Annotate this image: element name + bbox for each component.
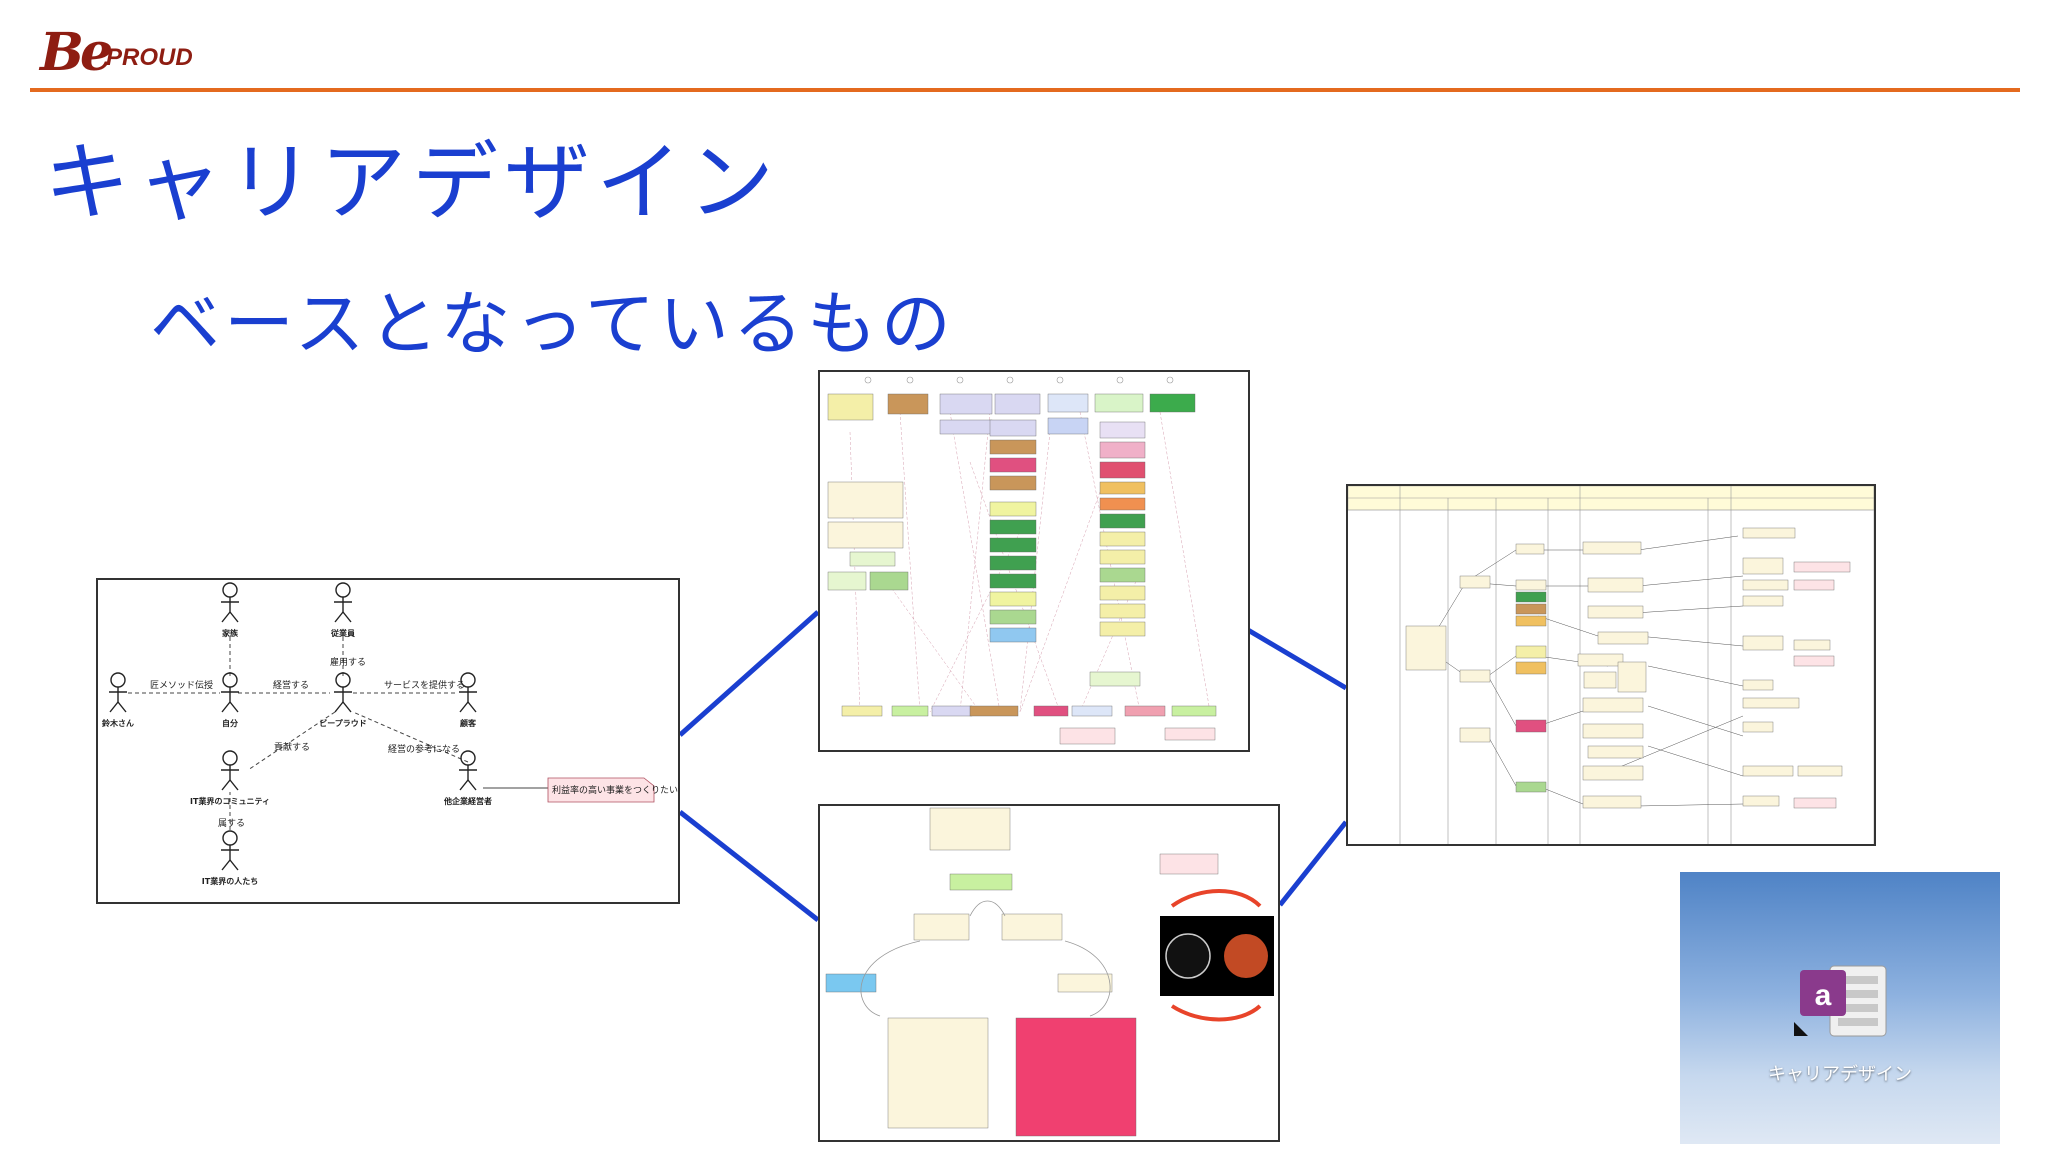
shortcut-label: キャリアデザイン — [1768, 1064, 1912, 1085]
actor-executives: 他企業経営者 — [443, 796, 492, 806]
relation-manage: 経営する — [273, 679, 309, 691]
relation-contribute: 貢献する — [274, 741, 310, 753]
relation-belong: 属する — [218, 818, 245, 829]
actor-beproud: ビープラウド — [319, 718, 367, 728]
svg-text:a: a — [1815, 979, 1832, 1012]
stakeholder-map — [827, 376, 1217, 745]
relation-reference: 経営の参考になる — [388, 743, 460, 755]
actor-diagram: 鈴木さん 家族 従業員 自分 ビープラウド 顧客 IT業界のコミュニティ 他企業… — [102, 582, 678, 886]
slide-subtitle: ベースとなっているもの — [150, 283, 955, 365]
stakeholder-map-thumbnail — [818, 370, 1250, 752]
company-logo: Be PROUD — [30, 22, 200, 92]
concept-diagram-thumbnail — [818, 804, 1280, 1142]
slide-title: キャリアデザイン — [44, 133, 780, 233]
relation-method: 匠メソッド伝授 — [150, 679, 213, 691]
actor-community: IT業界のコミュニティ — [190, 796, 270, 806]
relation-hire: 雇用する — [330, 656, 366, 668]
relation-service: サービスを提供する — [384, 679, 465, 691]
diagram-note: 利益率の高い事業をつくりたい — [552, 784, 678, 796]
actor-suzuki: 鈴木さん — [102, 718, 134, 728]
eclipse-image — [1160, 916, 1274, 996]
concept-diagram — [825, 807, 1274, 1137]
actor-diagram-thumbnail: 鈴木さん 家族 従業員 自分 ビープラウド 顧客 IT業界のコミュニティ 他企業… — [96, 578, 680, 904]
desktop-shortcut[interactable]: a キャリアデザイン — [1680, 872, 2000, 1144]
actor-employee: 従業員 — [330, 628, 355, 638]
logo-mark: Be — [40, 22, 113, 83]
logo-text: PROUD — [106, 44, 193, 71]
activity-diagram-thumbnail — [1346, 484, 1876, 846]
astah-file-icon: a — [1794, 965, 1887, 1037]
header-divider — [30, 88, 2020, 92]
actor-itpeople: IT業界の人たち — [202, 876, 258, 886]
actor-family: 家族 — [222, 628, 239, 638]
actor-self: 自分 — [222, 718, 238, 728]
actor-customer: 顧客 — [460, 718, 477, 728]
activity-diagram — [1347, 485, 1875, 844]
